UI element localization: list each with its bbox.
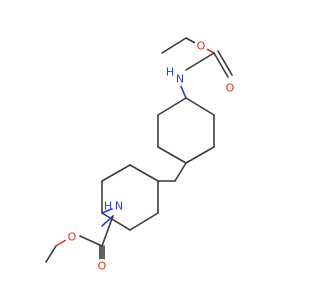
bond-ethyl-ch2-ch3-lower	[45, 245, 57, 263]
bond-n-carbonyl-c-lower	[101, 215, 114, 247]
atom-o-carbonyl-lower: O	[98, 260, 107, 273]
atom-labels: N H O O N H O O	[65, 39, 237, 273]
upper-cyclohexane-ring	[157, 97, 215, 164]
atom-bg-o-carbonyl-2	[95, 259, 109, 273]
ring-upper-bond-6	[157, 97, 187, 116]
methylene-bridge	[157, 162, 187, 182]
atom-n-upper: N	[176, 73, 184, 86]
atom-bg-n1	[173, 72, 187, 86]
bond-n-c-lower	[101, 215, 114, 227]
ring-lower-bond-5	[129, 212, 159, 231]
atom-o-ester-lower: O	[68, 231, 77, 244]
bond-carbonyl-double-1	[213, 52, 229, 78]
ring-lower-bond-2	[101, 164, 131, 182]
atom-o-ester-upper: O	[197, 40, 206, 53]
atom-bg-n2	[112, 199, 126, 213]
ring-lower-bond-1	[129, 164, 159, 182]
atom-bg-o-carbonyl-1	[223, 81, 237, 95]
bond-carbonyl-c-n-upper	[185, 52, 215, 71]
atom-bg-o-ester-1	[194, 39, 208, 53]
atom-o-carbonyl-upper: O	[226, 82, 235, 95]
bond-carbonyl-ester-lower	[79, 235, 103, 247]
bond-n-ring-upper	[179, 83, 187, 99]
ring-upper-bond-3	[185, 146, 215, 164]
ring-upper-bond-1	[185, 97, 215, 116]
molecule-structure: N H O O N H O O	[45, 37, 237, 273]
bond-ethyl-ch3-ch2-upper	[161, 37, 187, 54]
atom-bg-o-ester-2	[65, 230, 79, 244]
bond-bridge-upper	[174, 162, 187, 182]
atom-n-lower: N	[115, 200, 123, 213]
bond-ester-o-ch2-lower	[55, 239, 67, 247]
bond-carbonyl-double-2	[217, 50, 233, 76]
atom-n-lower-hydrogen: H	[104, 200, 112, 213]
ring-lower-bond-4	[101, 212, 131, 231]
atom-n-upper-hydrogen: H	[166, 66, 174, 79]
lower-cyclohexane-ring	[101, 164, 159, 231]
lower-carbamate-group	[45, 205, 120, 263]
ring-upper-bond-4	[157, 146, 187, 164]
